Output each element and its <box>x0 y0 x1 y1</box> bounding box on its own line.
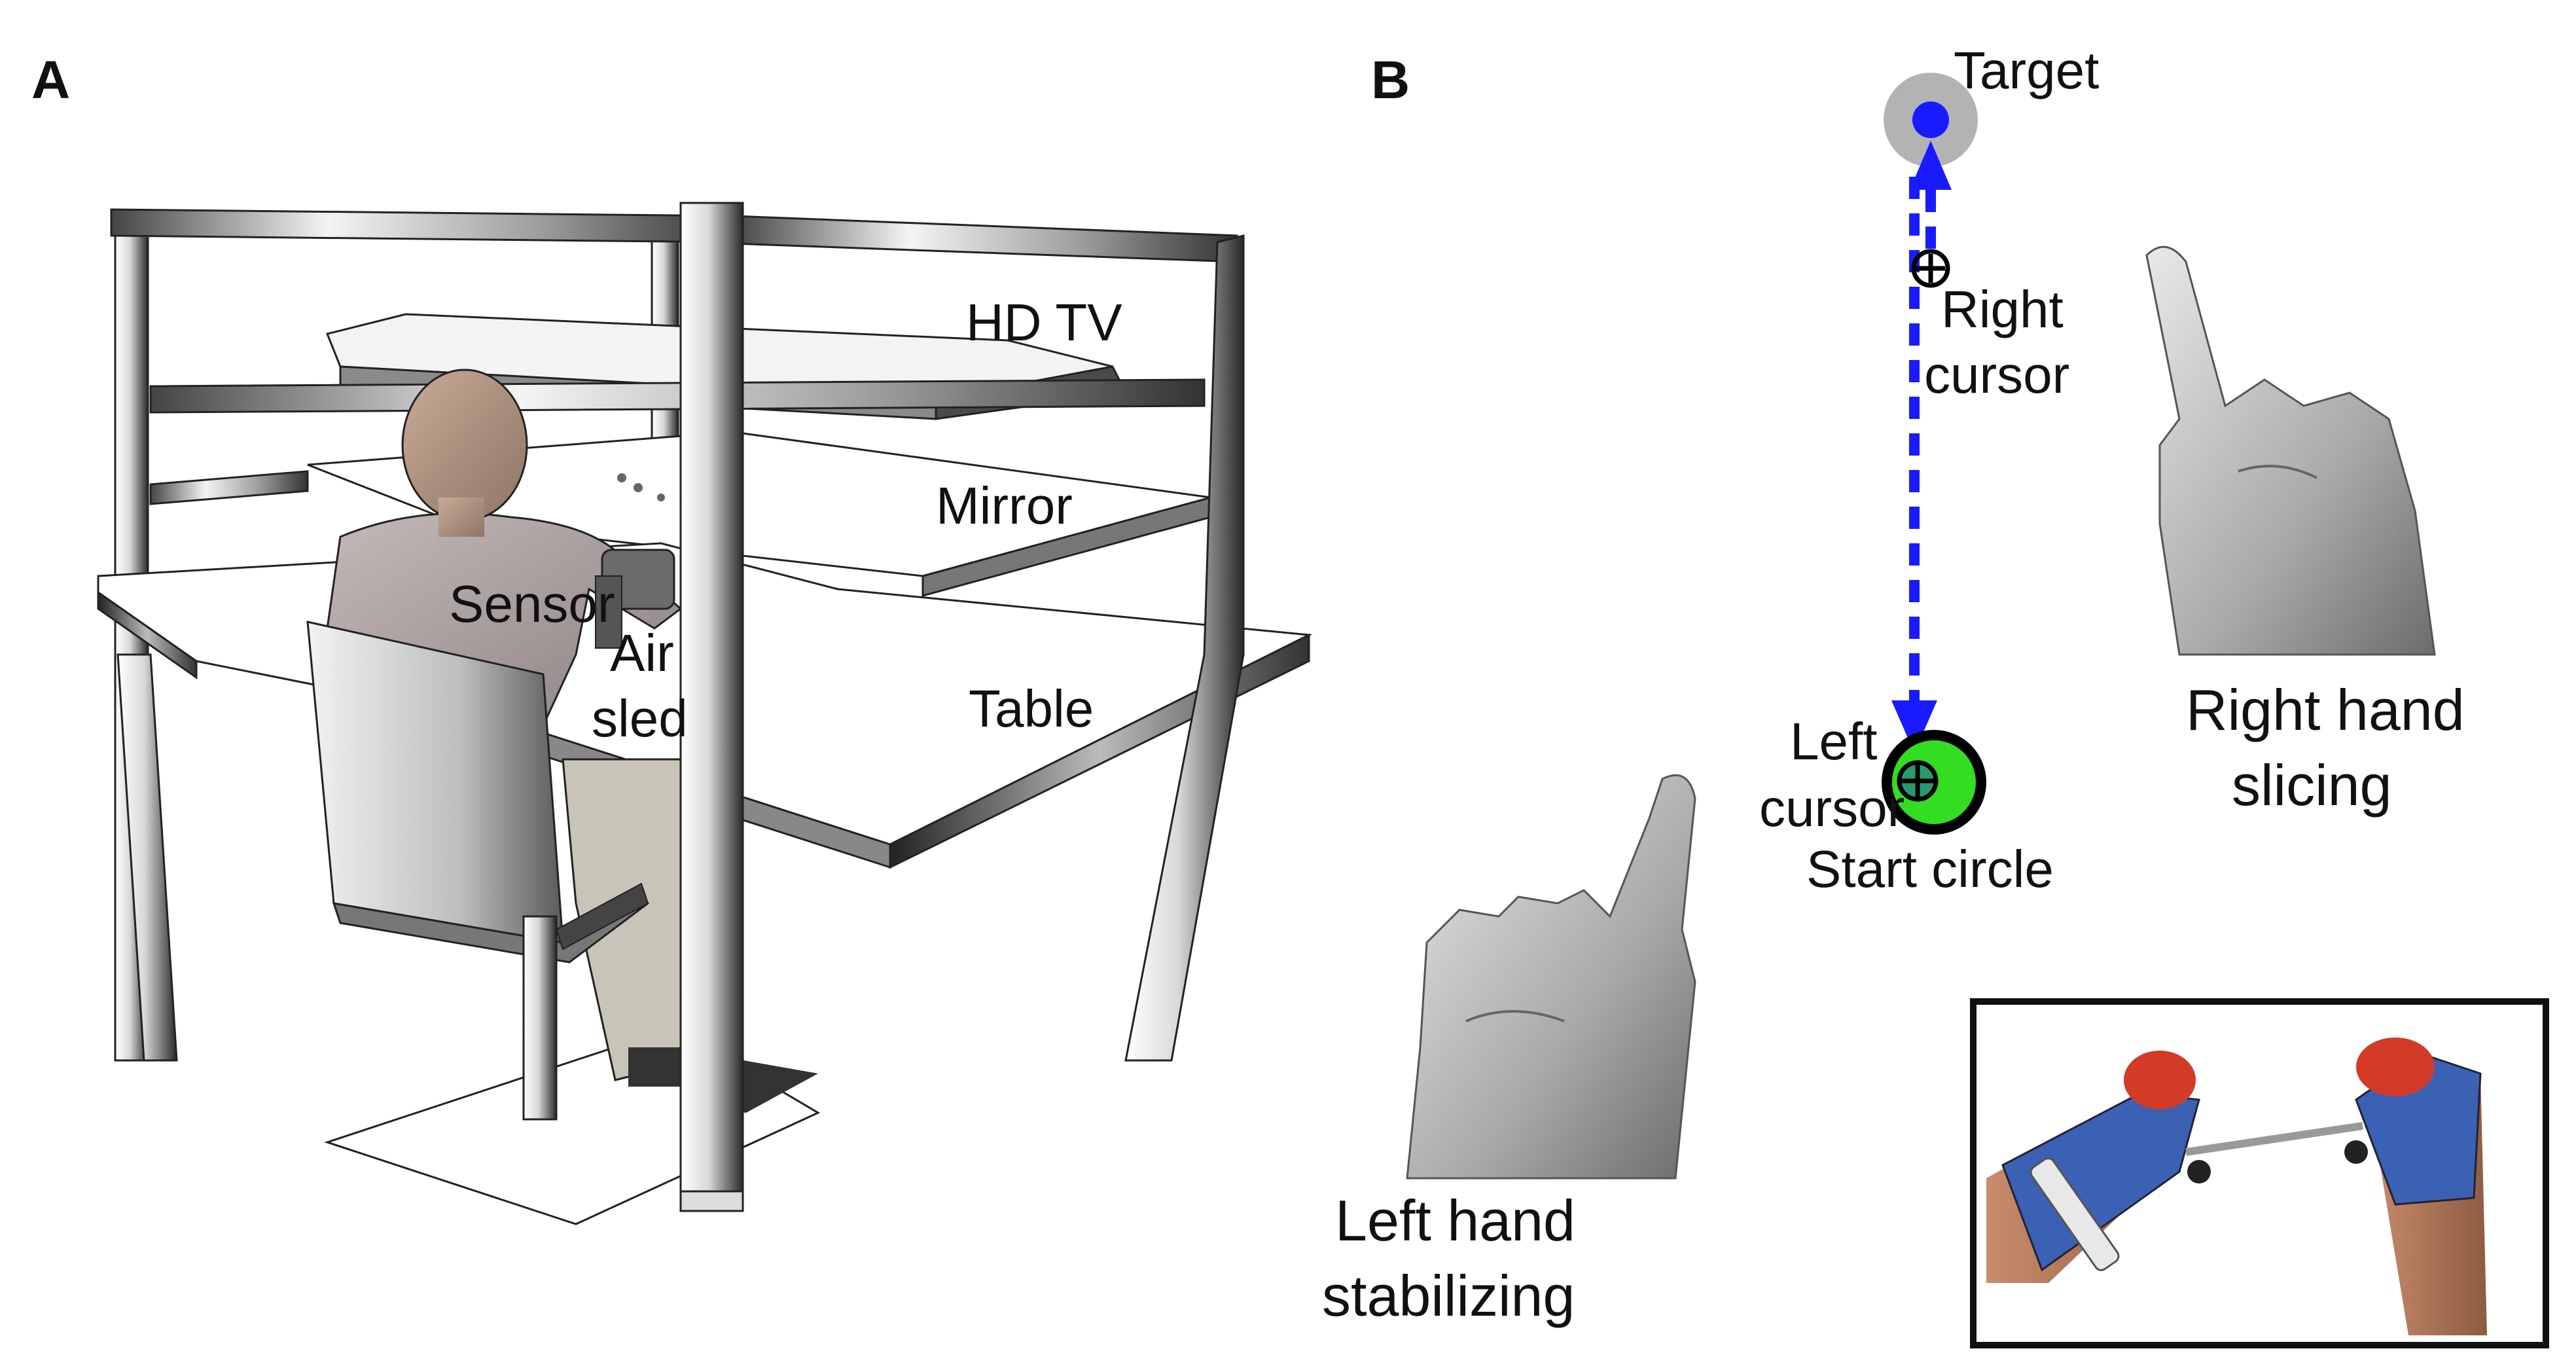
label-left-cursor-1: Left <box>1790 712 1877 770</box>
label-right-cursor-1: Right <box>1941 280 2064 338</box>
left-hand-image <box>1406 774 1696 1180</box>
panel-a-letter: A <box>31 50 70 110</box>
chair <box>306 621 650 1121</box>
label-left-hand-2: stabilizing <box>1322 1263 1575 1328</box>
right-cursor <box>1911 249 1950 288</box>
panel-b: B Target Right cursor Left cursor Start … <box>1322 41 2549 1348</box>
arrowhead-up <box>1910 141 1952 190</box>
label-table: Table <box>969 679 1094 738</box>
label-left-cursor-2: cursor <box>1759 779 1905 837</box>
label-hd-tv: HD TV <box>966 293 1122 352</box>
frame-front <box>116 202 1245 1212</box>
label-right-cursor-2: cursor <box>1924 346 2069 404</box>
right-hand-image <box>2145 245 2436 656</box>
label-mirror: Mirror <box>936 477 1073 535</box>
rail-mid <box>149 378 1206 414</box>
rail-low <box>149 470 309 505</box>
label-sensor: Sensor <box>449 575 615 633</box>
panel-a: A <box>31 50 1313 1225</box>
floor-plate <box>324 1026 821 1225</box>
label-start-circle: Start circle <box>1806 840 2054 898</box>
panel-b-letter: B <box>1371 50 1410 110</box>
label-right-hand-1: Right hand <box>2186 677 2465 742</box>
label-sled: sled <box>592 689 688 748</box>
target-dot <box>1912 101 1949 138</box>
left-cursor <box>1897 760 1939 802</box>
inset-photo <box>1970 998 2549 1348</box>
label-air: Air <box>610 624 674 682</box>
label-right-hand-2: slicing <box>2232 753 2392 818</box>
arrowhead-down <box>1891 700 1937 753</box>
label-left-hand-1: Left hand <box>1335 1188 1575 1253</box>
label-target: Target <box>1954 41 2099 99</box>
frame-back <box>110 208 1238 1062</box>
